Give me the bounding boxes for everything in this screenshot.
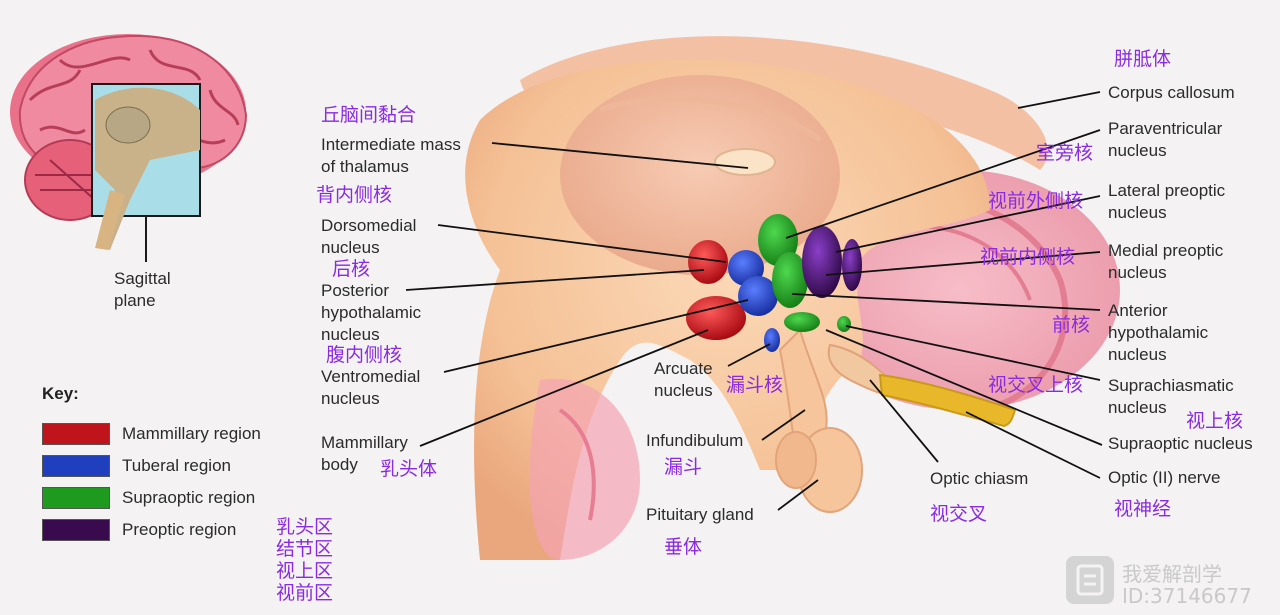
label-arcuate: Arcuate nucleus (654, 359, 713, 400)
label-mammillary-body: Mammillary body (321, 433, 408, 474)
label-corpus-callosum: Corpus callosum (1108, 83, 1235, 102)
label-sagittal-plane: Sagittal plane (114, 269, 171, 310)
key-item: Preoptic region (42, 518, 236, 542)
key-title: Key: (42, 384, 79, 403)
key-label: Tuberal region (122, 456, 231, 475)
leader-lines (405, 91, 1103, 511)
hypothalamus-section (405, 36, 1120, 560)
cn-mammillary-body: 乳头体 (380, 458, 438, 480)
key-label: Preoptic region (122, 520, 237, 539)
key-swatch (42, 455, 110, 477)
cn-ventromedial: 腹内侧核 (326, 344, 403, 366)
key-item: Tuberal region (42, 454, 231, 478)
cn-arcuate: 漏斗核 (726, 374, 784, 396)
key-swatch (42, 519, 110, 541)
key-label: Mammillary region (122, 424, 261, 443)
watermark-name: 我爱解剖学 (1122, 562, 1222, 586)
watermark-logo-icon (1066, 556, 1114, 604)
cn-region-list: 乳头区 结节区 视上区 视前区 (276, 516, 334, 604)
cn-supraoptic: 视上核 (1186, 410, 1244, 432)
label-anterior-hypothalamic: Anterior hypothalamic nucleus (1108, 301, 1209, 364)
label-pituitary: Pituitary gland (646, 505, 754, 524)
label-optic-nerve: Optic (II) nerve (1108, 468, 1221, 487)
label-optic-chiasm: Optic chiasm (930, 469, 1029, 488)
cn-dorsomedial: 背内侧核 (316, 184, 393, 206)
cn-optic-nerve: 视神经 (1114, 498, 1172, 520)
cn-corpus-callosum: 胼胝体 (1114, 48, 1172, 70)
key-swatch (42, 423, 110, 445)
key-swatch (42, 487, 110, 509)
cn-infundibulum: 漏斗 (664, 456, 703, 478)
cn-medial-preoptic: 视前内侧核 (980, 246, 1076, 268)
watermark-id: ID:37146677 (1122, 584, 1252, 608)
label-lateral-preoptic: Lateral preoptic nucleus (1108, 181, 1226, 222)
cn-posterior: 后核 (332, 258, 371, 280)
label-posterior: Posterior hypothalamic nucleus (321, 281, 422, 344)
label-dorsomedial: Dorsomedial nucleus (321, 216, 417, 257)
cn-anterior-hypothalamic: 前核 (1052, 314, 1091, 336)
key-item: Supraoptic region (42, 486, 255, 510)
label-paraventricular: Paraventricular nucleus (1108, 119, 1223, 160)
cn-lateral-preoptic: 视前外侧核 (988, 190, 1084, 212)
key-label: Supraoptic region (122, 488, 256, 507)
cn-suprachiasmatic: 视交叉上核 (988, 374, 1084, 396)
label-supraoptic: Supraoptic nucleus (1108, 434, 1253, 453)
key-item: Mammillary region (42, 422, 261, 446)
sagittal-brain-inset (10, 34, 248, 262)
cn-optic-chiasm: 视交叉 (930, 503, 988, 525)
label-infundibulum: Infundibulum (646, 431, 744, 450)
label-ventromedial: Ventromedial nucleus (321, 367, 421, 408)
cn-paraventricular: 室旁核 (1036, 142, 1094, 164)
label-intermediate-mass: Intermediate mass of thalamus (321, 135, 461, 176)
cn-pituitary: 垂体 (664, 536, 703, 558)
cn-intermediate-mass: 丘脑间黏合 (321, 104, 417, 126)
label-medial-preoptic: Medial preoptic nucleus (1108, 241, 1224, 282)
label-suprachiasmatic: Suprachiasmatic nucleus (1108, 376, 1234, 417)
